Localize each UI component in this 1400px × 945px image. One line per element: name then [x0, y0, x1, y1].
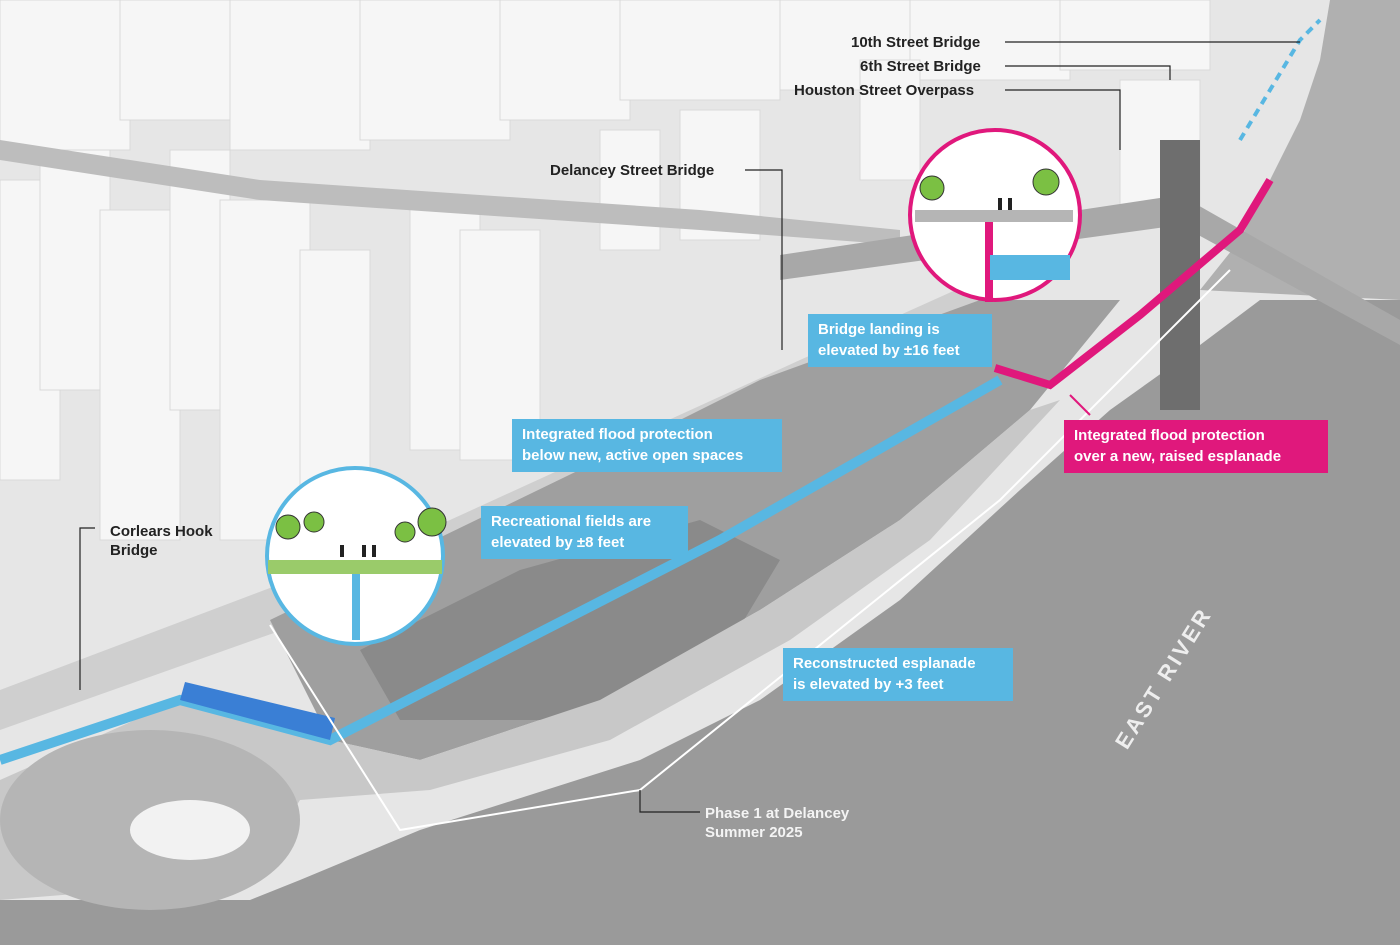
rec-fields-line-1: Recreational fields are: [491, 513, 652, 530]
flood-open-line-2: below new, active open spaces: [522, 447, 744, 464]
flood-barrier-pink: [993, 177, 1274, 390]
flood-barrier-north: [1238, 18, 1322, 142]
esplanade-line-2: is elevated by +3 feet: [793, 676, 944, 693]
section-circle-blue: [265, 466, 447, 646]
bridge-landing-line-2: elevated by ±16 feet: [818, 342, 960, 359]
flood-raised-line-1: Integrated flood protection: [1074, 427, 1265, 444]
flood-raised-callout: Integrated flood protection over a new, …: [1064, 420, 1328, 473]
corlears-line-2: Bridge: [110, 542, 158, 559]
amphitheater: [130, 800, 250, 860]
flood-raised-line-2: over a new, raised esplanade: [1074, 448, 1282, 465]
flood-open-line-1: Integrated flood protection: [522, 426, 713, 443]
phase-line-2: Summer 2025: [705, 824, 803, 841]
east-river: [0, 300, 1400, 945]
bridge-landing-line-1: Bridge landing is: [818, 321, 940, 338]
phase-line-1: Phase 1 at Delancey: [705, 805, 850, 822]
river-upper: [1200, 0, 1400, 300]
esplanade-callout: Reconstructed esplanade is elevated by +…: [783, 648, 1013, 701]
pink-leader: [1069, 394, 1091, 416]
phase-1-label: Phase 1 at Delancey Summer 2025: [705, 804, 849, 842]
houston-street-overpass-label: Houston Street Overpass: [794, 82, 975, 99]
corlears-line-1: Corlears Hook: [110, 523, 213, 540]
flood-open-spaces-callout: Integrated flood protection below new, a…: [512, 419, 782, 472]
delancey-street-bridge-label: Delancey Street Bridge: [550, 162, 715, 179]
bridge-landing-callout: Bridge landing is elevated by ±16 feet: [808, 314, 992, 367]
corlears-hook-bridge-label: Corlears Hook Bridge: [110, 522, 213, 560]
esplanade-line-1: Reconstructed esplanade: [793, 655, 976, 672]
city-buildings: [0, 0, 1211, 541]
overpass: [0, 140, 900, 245]
flood-wall-segment: [180, 682, 335, 740]
6th-street-bridge-label: 6th Street Bridge: [860, 58, 981, 75]
rec-fields-line-2: elevated by ±8 feet: [491, 534, 625, 551]
bridge-tower: [1160, 140, 1200, 410]
leader-lines: [79, 41, 1300, 813]
10th-street-bridge-label: 10th Street Bridge: [851, 34, 981, 51]
rec-fields-callout: Recreational fields are elevated by ±8 f…: [481, 506, 688, 559]
section-circle-pink: [908, 128, 1082, 302]
